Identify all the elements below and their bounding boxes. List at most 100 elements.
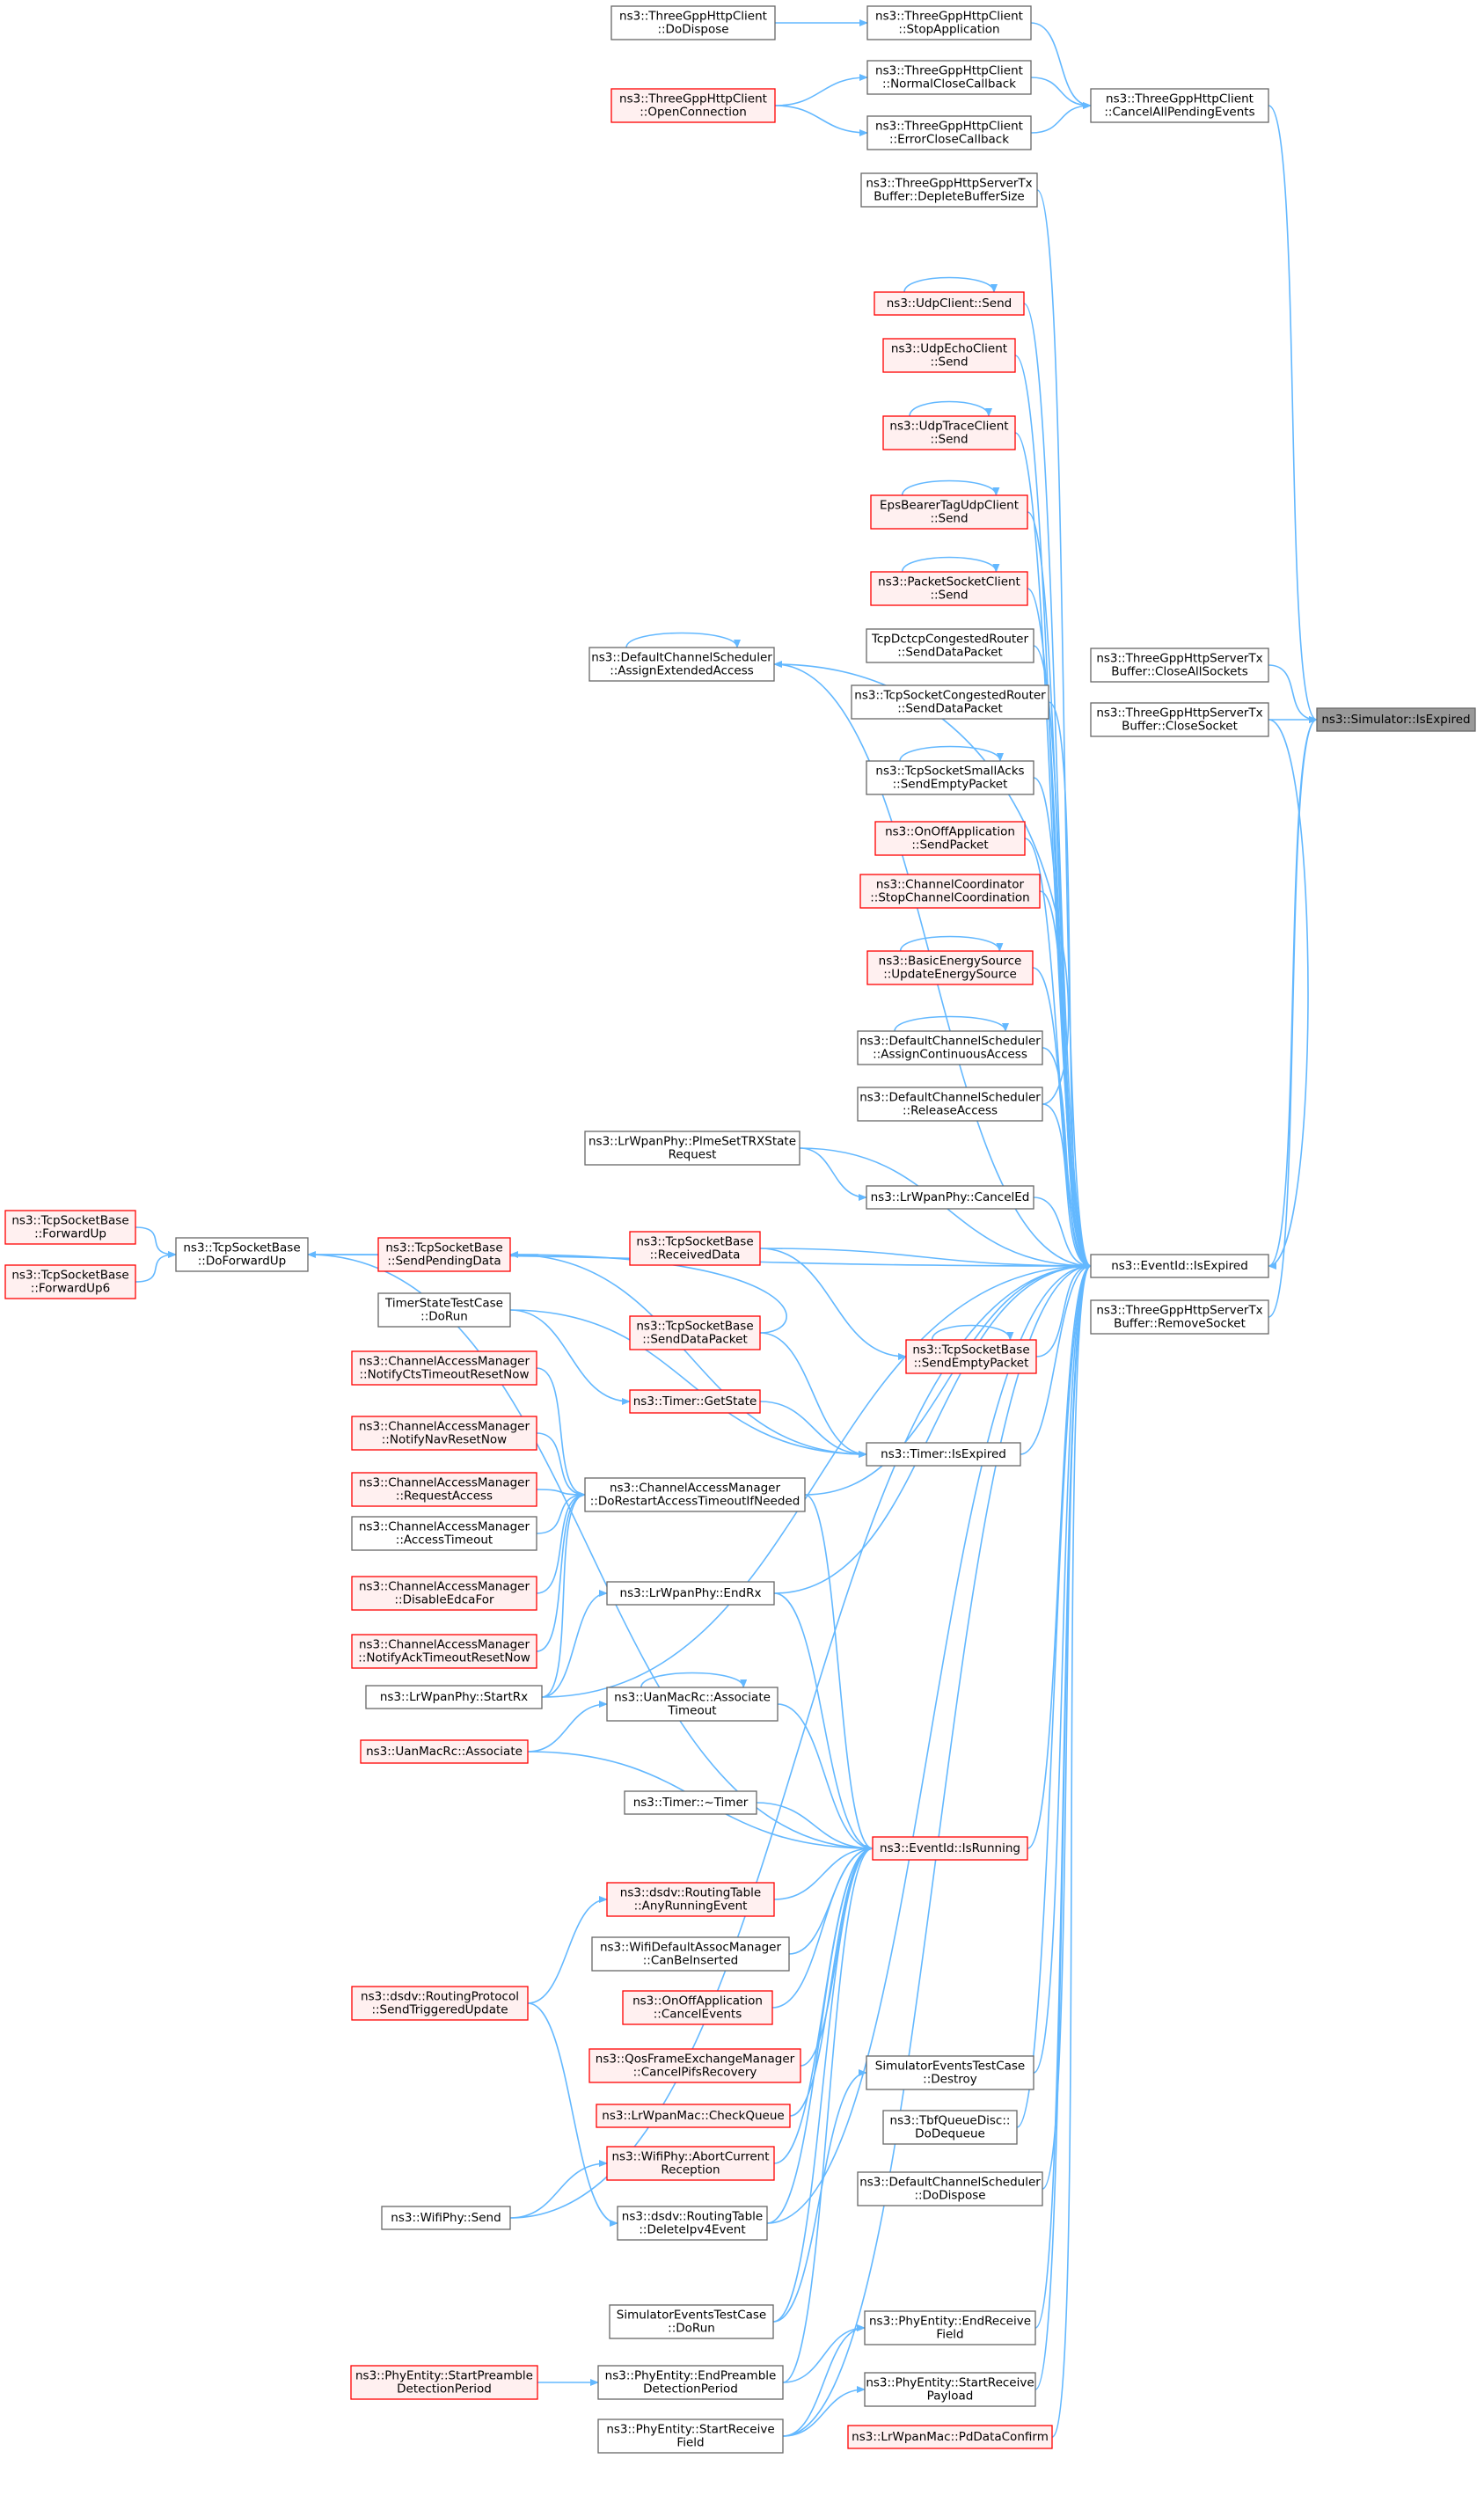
node-tcpdctcp_send[interactable]: TcpDctcpCongestedRouter::SendDataPacket bbox=[866, 628, 1034, 663]
node-openconnection[interactable]: ns3::ThreeGppHttpClient::OpenConnection bbox=[610, 88, 776, 123]
node-packetsocket_send[interactable]: ns3::PacketSocketClient::Send bbox=[870, 571, 1028, 606]
node-tcp_sendpending[interactable]: ns3::TcpSocketBase::SendPendingData bbox=[377, 1237, 511, 1272]
node-lrwpan_startrx[interactable]: ns3::LrWpanPhy::StartRx bbox=[365, 1685, 543, 1709]
node-box bbox=[596, 2104, 791, 2128]
node-cam_disableedca[interactable]: ns3::ChannelAccessManager::DisableEdcaFo… bbox=[351, 1576, 537, 1611]
node-tbf_dequeue[interactable]: ns3::TbfQueueDisc::DoDequeue bbox=[882, 2110, 1018, 2145]
node-dodispose_http[interactable]: ns3::ThreeGppHttpClient::DoDispose bbox=[610, 5, 776, 40]
node-closeallsockets[interactable]: ns3::ThreeGppHttpServerTxBuffer::CloseAl… bbox=[1090, 648, 1269, 683]
node-box bbox=[866, 1442, 1021, 1467]
node-box bbox=[866, 1185, 1034, 1210]
node-tcpsmallacks[interactable]: ns3::TcpSocketSmallAcks::SendEmptyPacket bbox=[866, 760, 1034, 795]
node-cancelallpending[interactable]: ns3::ThreeGppHttpClient::CancelAllPendin… bbox=[1090, 88, 1269, 123]
node-dsdv_anyrunning[interactable]: ns3::dsdv::RoutingTable::AnyRunningEvent bbox=[606, 1882, 775, 1917]
node-lrwpan_endrx[interactable]: ns3::LrWpanPhy::EndRx bbox=[606, 1581, 775, 1606]
node-label: ::DoDispose bbox=[914, 2189, 985, 2203]
node-depletebuffer[interactable]: ns3::ThreeGppHttpServerTxBuffer::Deplete… bbox=[860, 172, 1038, 208]
node-cam_notifynav[interactable]: ns3::ChannelAccessManager::NotifyNavRese… bbox=[351, 1416, 537, 1451]
node-assignextended[interactable]: ns3::DefaultChannelScheduler::AssignExte… bbox=[588, 647, 775, 682]
node-errorclose[interactable]: ns3::ThreeGppHttpClient::ErrorCloseCallb… bbox=[866, 115, 1032, 150]
node-tcp_forwardup6[interactable]: ns3::TcpSocketBase::ForwardUp6 bbox=[4, 1264, 136, 1299]
node-label: ns3::DefaultChannelScheduler bbox=[859, 1035, 1041, 1049]
node-label: ns3::DefaultChannelScheduler bbox=[859, 1091, 1041, 1105]
node-basicenergy_update[interactable]: ns3::BasicEnergySource::UpdateEnergySour… bbox=[866, 950, 1034, 985]
node-cam_dorestart[interactable]: ns3::ChannelAccessManager::DoRestartAcce… bbox=[584, 1477, 806, 1512]
node-releaseaccess[interactable]: ns3::DefaultChannelScheduler::ReleaseAcc… bbox=[857, 1087, 1043, 1122]
node-box bbox=[351, 1576, 537, 1611]
node-onoff_cancel[interactable]: ns3::OnOffApplication::CancelEvents bbox=[622, 1990, 773, 2025]
node-label: ::CancelEvents bbox=[654, 2008, 742, 2022]
self-loop-tcpsmallacks bbox=[899, 745, 1004, 762]
node-closesocket[interactable]: ns3::ThreeGppHttpServerTxBuffer::CloseSo… bbox=[1090, 702, 1269, 737]
node-udptrace_send[interactable]: ns3::UdpTraceClient::Send bbox=[882, 415, 1016, 450]
node-box bbox=[610, 88, 776, 123]
node-epsbearer_send[interactable]: EpsBearerTagUdpClient::Send bbox=[870, 494, 1028, 530]
node-channelcoord_stop[interactable]: ns3::ChannelCoordinator::StopChannelCoor… bbox=[859, 874, 1041, 909]
node-label: ns3::ThreeGppHttpServerTx bbox=[866, 177, 1032, 191]
node-tcp_sendempty[interactable]: ns3::TcpSocketBase::SendEmptyPacket bbox=[905, 1339, 1037, 1374]
node-eventid_isrunning[interactable]: ns3::EventId::IsRunning bbox=[872, 1836, 1028, 1861]
node-cam_accesstimeout[interactable]: ns3::ChannelAccessManager::AccessTimeout bbox=[351, 1516, 537, 1551]
node-wifi_canbeinserted[interactable]: ns3::WifiDefaultAssocManager::CanBeInser… bbox=[591, 1936, 790, 1972]
node-stopapplication[interactable]: ns3::ThreeGppHttpClient::StopApplication bbox=[866, 5, 1032, 40]
node-isexpired_sim[interactable]: ns3::Simulator::IsExpired bbox=[1316, 707, 1476, 732]
node-tcp_doforwardup[interactable]: ns3::TcpSocketBase::DoForwardUp bbox=[175, 1237, 309, 1272]
node-simevents_destroy[interactable]: SimulatorEventsTestCase::Destroy bbox=[866, 2055, 1034, 2090]
node-timerstate_dorun[interactable]: TimerStateTestCase::DoRun bbox=[377, 1292, 511, 1328]
node-qos_cancelpifs[interactable]: ns3::QosFrameExchangeManager::CancelPifs… bbox=[588, 2048, 801, 2083]
edge-closesocket-to-eventid_isexpired bbox=[1268, 719, 1309, 1270]
node-label: Field bbox=[936, 2328, 963, 2342]
node-timer_isexpired[interactable]: ns3::Timer::IsExpired bbox=[866, 1442, 1021, 1467]
edge-normalclose-to-cancelallpending bbox=[1030, 77, 1092, 109]
node-simevents_dorun[interactable]: SimulatorEventsTestCase::DoRun bbox=[609, 2304, 774, 2339]
node-phy_endpreamble[interactable]: ns3::PhyEntity::EndPreambleDetectionPeri… bbox=[597, 2365, 784, 2400]
edge-lrwpan_startrx-to-eventid_isexpired bbox=[541, 1262, 1092, 1698]
node-cam_notifyack[interactable]: ns3::ChannelAccessManager::NotifyAckTime… bbox=[351, 1634, 537, 1669]
node-box bbox=[4, 1264, 136, 1299]
node-box bbox=[606, 1882, 775, 1917]
node-normalclose[interactable]: ns3::ThreeGppHttpClient::NormalCloseCall… bbox=[866, 60, 1032, 95]
node-tcp_forwardup[interactable]: ns3::TcpSocketBase::ForwardUp bbox=[4, 1210, 136, 1245]
node-tcp_senddatapacket[interactable]: ns3::TcpSocketBase::SendDataPacket bbox=[629, 1315, 761, 1350]
node-phy_startpreamble[interactable]: ns3::PhyEntity::StartPreambleDetectionPe… bbox=[350, 2365, 538, 2400]
node-label: ::SendPendingData bbox=[387, 1255, 501, 1269]
node-timer_getstate[interactable]: ns3::Timer::GetState bbox=[629, 1389, 761, 1414]
node-eventid_isexpired[interactable]: ns3::EventId::IsExpired bbox=[1090, 1254, 1269, 1278]
node-box bbox=[866, 115, 1032, 150]
node-udpecho_send[interactable]: ns3::UdpEchoClient::Send bbox=[882, 338, 1016, 373]
node-cam_notifycts[interactable]: ns3::ChannelAccessManager::NotifyCtsTime… bbox=[351, 1350, 537, 1386]
node-dcs_dodispose[interactable]: ns3::DefaultChannelScheduler::DoDispose bbox=[857, 2171, 1043, 2206]
edge-errorclose-to-cancelallpending bbox=[1030, 102, 1092, 134]
node-wifiphy_send[interactable]: ns3::WifiPhy::Send bbox=[381, 2206, 511, 2230]
node-assigncontinuous[interactable]: ns3::DefaultChannelScheduler::AssignCont… bbox=[857, 1030, 1043, 1065]
node-box bbox=[351, 1472, 537, 1507]
edge-basicenergy_update-to-eventid_isexpired bbox=[1032, 967, 1092, 1270]
edge-channelcoord_stop-to-eventid_isexpired bbox=[1039, 890, 1092, 1270]
node-udpclient_send[interactable]: ns3::UdpClient::Send bbox=[874, 291, 1025, 316]
node-tcpcong_send[interactable]: ns3::TcpSocketCongestedRouter::SendDataP… bbox=[851, 684, 1049, 720]
node-uanmac_associate[interactable]: ns3::UanMacRc::Associate bbox=[360, 1739, 529, 1764]
node-removesocket[interactable]: ns3::ThreeGppHttpServerTxBuffer::RemoveS… bbox=[1090, 1299, 1269, 1335]
node-label: ns3::TcpSocketBase bbox=[385, 1241, 502, 1255]
node-lrwpanmac_checkqueue[interactable]: ns3::LrWpanMac::CheckQueue bbox=[596, 2104, 791, 2128]
node-tcp_receiveddata[interactable]: ns3::TcpSocketBase::ReceivedData bbox=[629, 1231, 761, 1266]
node-label: Reception bbox=[661, 2163, 720, 2177]
node-dsdv_deleteipv4[interactable]: ns3::dsdv::RoutingTable::DeleteIpv4Event bbox=[617, 2206, 768, 2241]
edge-cam_dorestart-to-eventid_isrunning bbox=[804, 1494, 874, 1852]
edge-timerstate_dorun-to-timer_getstate bbox=[509, 1309, 631, 1405]
node-timer_dtor[interactable]: ns3::Timer::~Timer bbox=[624, 1790, 757, 1815]
node-onoff_sendpacket[interactable]: ns3::OnOffApplication::SendPacket bbox=[874, 821, 1026, 856]
node-dsdv_sendtriggered[interactable]: ns3::dsdv::RoutingProtocol::SendTriggere… bbox=[351, 1986, 529, 2021]
node-cam_requestaccess[interactable]: ns3::ChannelAccessManager::RequestAccess bbox=[351, 1472, 537, 1507]
node-canceled[interactable]: ns3::LrWpanPhy::CancelEd bbox=[866, 1185, 1034, 1210]
node-lrwpanmac_pddata[interactable]: ns3::LrWpanMac::PdDataConfirm bbox=[847, 2425, 1053, 2449]
node-label: ns3::TcpSocketBase bbox=[636, 1235, 753, 1249]
node-label: ns3::DefaultChannelScheduler bbox=[859, 2176, 1041, 2190]
node-label: DetectionPeriod bbox=[397, 2382, 492, 2397]
